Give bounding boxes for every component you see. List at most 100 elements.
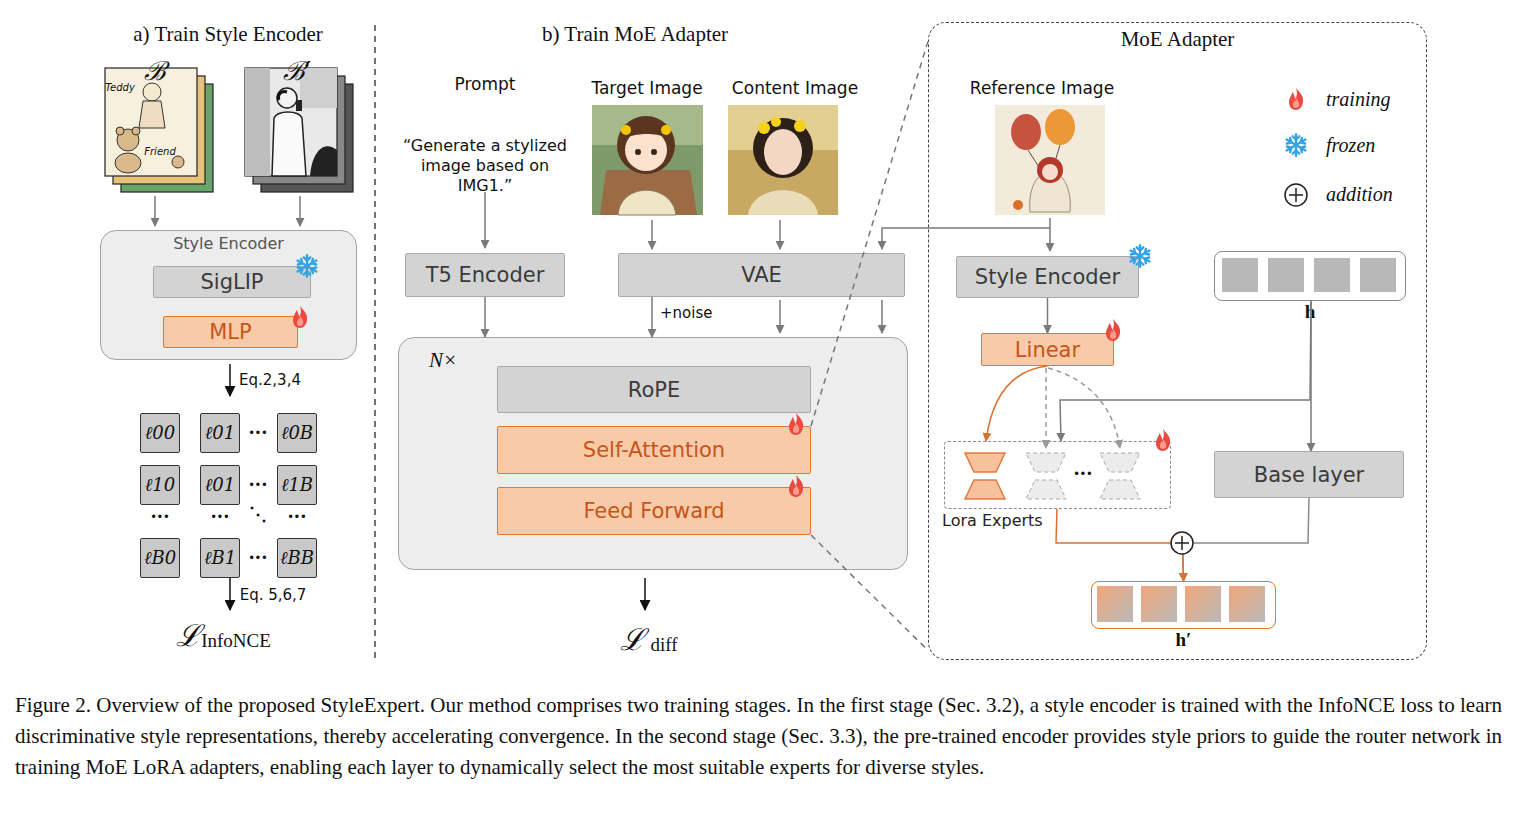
equation-ref: Eq.2,3,4: [239, 371, 301, 389]
node-label: ℓ00: [145, 422, 175, 444]
node-label: ℓ1B: [281, 474, 313, 496]
node-heading: h′: [1092, 629, 1275, 651]
node-label: RoPE: [628, 378, 680, 402]
node-label: MLP: [209, 320, 251, 344]
trainable-module: Self-Attention: [497, 426, 811, 474]
style-batch-b: [105, 68, 213, 192]
frozen-module: VAE: [618, 253, 905, 297]
similarity-cell: ℓB0: [140, 538, 180, 578]
frozen-module: RoPE: [497, 366, 811, 413]
node-label: ℓB0: [144, 547, 176, 569]
reference-image: [995, 105, 1105, 215]
equation-ref: Eq. 5,6,7: [240, 586, 307, 604]
connector: [811, 535, 928, 650]
section-title: a) Train Style Encoder: [133, 22, 323, 47]
connector: [651, 297, 653, 337]
loss-symbol: ℒ: [176, 614, 201, 655]
encoder-panel: Style EncoderSigLIP MLP: [100, 230, 357, 360]
status-icons: [293, 88, 1307, 497]
moe-adapter-panel: MoE AdapterStyle EncoderLinearLora Exper…: [928, 22, 1427, 660]
node-label: Feed Forward: [583, 499, 724, 523]
frozen-module: SigLIP: [153, 266, 311, 298]
target-image: [592, 105, 703, 215]
style-batch-b-prime: [245, 68, 353, 192]
flow-arrows: [155, 192, 1120, 610]
node-label: ℓB1: [204, 547, 236, 569]
hidden-tokens: h: [1214, 251, 1406, 301]
ellipsis: ···: [249, 547, 268, 568]
addition-symbol: [1171, 532, 1193, 554]
output-tokens: h′: [1091, 581, 1276, 629]
frozen-module: Style Encoder: [956, 256, 1139, 298]
loss-subscript: InfoNCE: [201, 630, 271, 652]
similarity-cell: ℓ01: [200, 413, 240, 453]
node-label: ℓ01: [205, 474, 235, 496]
edge-label: +noise: [660, 304, 712, 322]
legend-text: training: [1326, 88, 1390, 111]
ellipsis: ⋱: [249, 503, 267, 524]
legend-text: frozen: [1326, 134, 1375, 157]
ellipsis: ···: [1074, 463, 1093, 484]
trainable-module: Feed Forward: [497, 487, 811, 535]
input-label: Target Image: [591, 78, 702, 98]
connector: [1060, 301, 1311, 441]
legend-text: addition: [1326, 183, 1393, 206]
connector: [484, 297, 486, 337]
loss-symbol: ℒ: [620, 618, 645, 659]
connector: [811, 41, 928, 426]
batch-symbol: ℬ′: [283, 52, 311, 88]
connector: [1310, 301, 1312, 451]
content-image: [728, 105, 838, 215]
node-label: ℓ01: [205, 422, 235, 444]
illustration-text: Friend: [144, 146, 175, 157]
similarity-cell: ℓB1: [200, 538, 240, 578]
node-label: ℓ10: [145, 474, 175, 496]
illustration-text: Teddy: [105, 82, 135, 93]
node-heading: MoE Adapter: [929, 27, 1426, 52]
node-label: Base layer: [1254, 463, 1365, 487]
loss-subscript: diff: [650, 634, 677, 656]
ellipsis: ···: [249, 474, 268, 495]
node-label: SigLIP: [200, 270, 263, 294]
ellipsis: ···: [249, 422, 268, 443]
ellipsis: ···: [211, 506, 230, 527]
transformer-block: N× RoPE Self-AttentionFeed Forward: [398, 337, 908, 570]
connector: [1183, 498, 1310, 581]
node-heading: Style Encoder: [101, 234, 356, 253]
node-heading: N×: [429, 348, 457, 373]
node-label: T5 Encoder: [426, 263, 545, 287]
batch-symbol: ℬ: [144, 52, 166, 88]
ellipsis: ···: [288, 506, 307, 527]
input-label: Reference Image: [970, 78, 1114, 98]
section-title: b) Train MoE Adapter: [542, 22, 728, 47]
input-label: Prompt: [455, 74, 516, 94]
lora-expert-shapes: [965, 453, 1140, 499]
input-label: Content Image: [732, 78, 858, 98]
similarity-cell: ℓ00: [140, 413, 180, 453]
node-label: Style Encoder: [975, 265, 1120, 289]
addition-symbol: [1175, 536, 1189, 550]
panel-divider: [374, 25, 376, 660]
similarity-cell: ℓ0B: [277, 413, 317, 453]
router-linear: Linear: [981, 333, 1114, 366]
similarity-cell: ℓBB: [277, 538, 317, 578]
similarity-cell: ℓ10: [140, 465, 180, 505]
similarity-cell: ℓ01: [200, 465, 240, 505]
node-label: ℓ0B: [281, 422, 313, 444]
connector: [986, 366, 1048, 441]
similarity-cell: ℓ1B: [277, 465, 317, 505]
node-label: ℓBB: [280, 547, 314, 569]
lora-experts-group: Lora Experts: [944, 441, 1171, 509]
node-label: Linear: [1015, 338, 1080, 362]
frozen-module: Base layer: [1214, 451, 1404, 498]
connector: [1047, 298, 1049, 333]
node-label: VAE: [741, 263, 782, 287]
node-heading: h: [1215, 301, 1405, 323]
figure-caption: Figure 2. Overview of the proposed Style…: [15, 690, 1502, 783]
node-label: Self-Attention: [583, 438, 725, 462]
node-heading: Lora Experts: [942, 511, 1043, 530]
ellipsis: ···: [151, 506, 170, 527]
frozen-module: T5 Encoder: [405, 253, 565, 297]
token-squares: [1097, 258, 1396, 622]
